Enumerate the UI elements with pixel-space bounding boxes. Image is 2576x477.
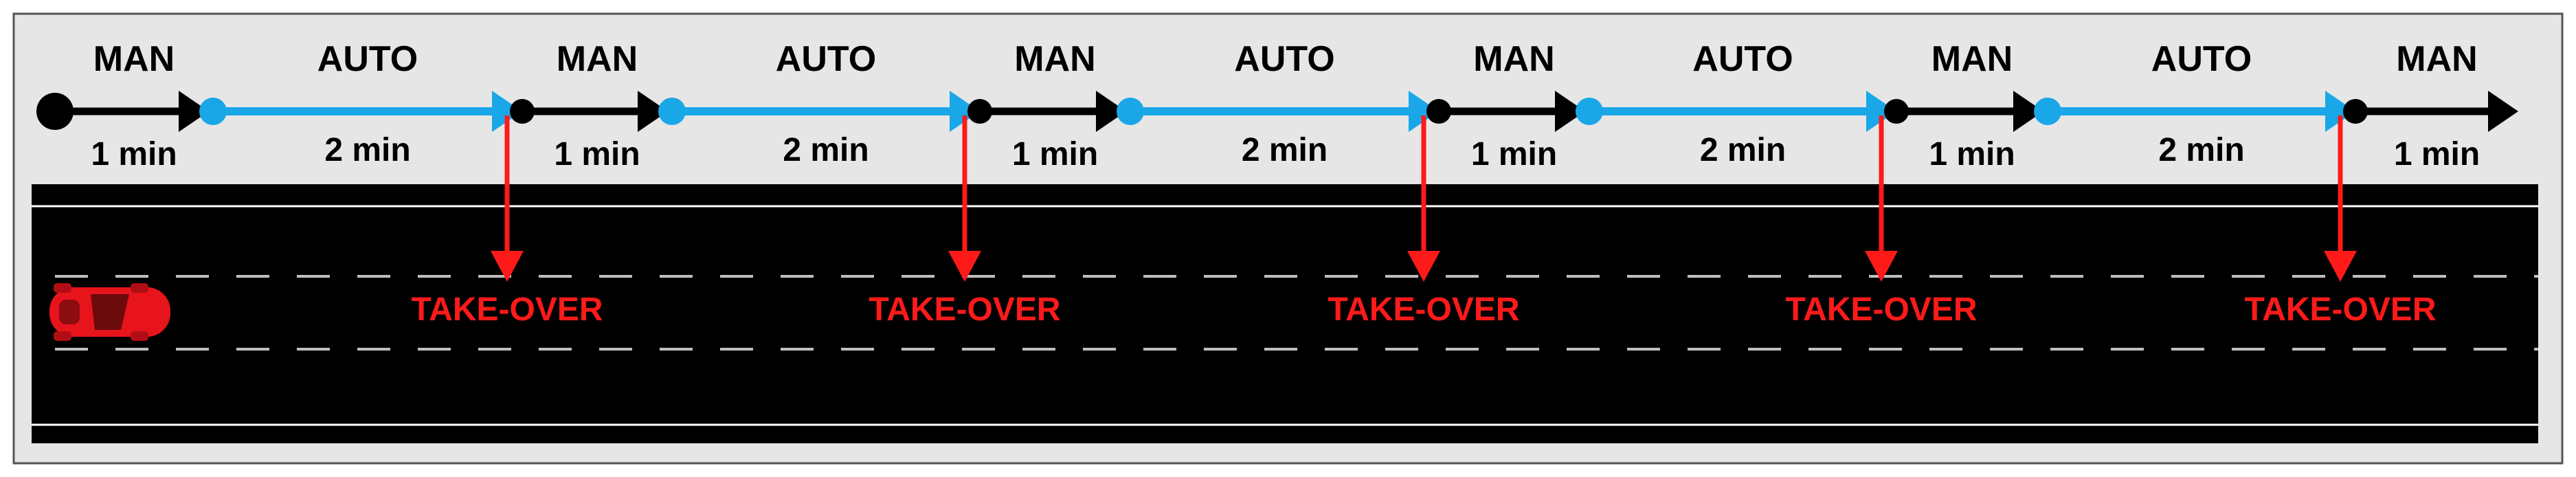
timeline-segment-8: AUTO 2 min [1589, 39, 1896, 168]
arrow-head-icon [179, 91, 209, 132]
takeover-marker-2: TAKE-OVER [869, 115, 1061, 328]
down-arrow-icon [1865, 251, 1898, 282]
mode-label-auto: AUTO [1692, 39, 1793, 79]
mode-label-manual: MAN [1931, 39, 2013, 79]
mode-label-auto: AUTO [317, 39, 418, 79]
arrow-head-icon [1409, 91, 1439, 132]
duration-label: 1 min [1012, 136, 1098, 173]
takeover-marker-5: TAKE-OVER [2244, 115, 2437, 328]
arrow-head-icon [2488, 91, 2518, 132]
duration-label: 2 min [324, 132, 410, 168]
mode-label-auto: AUTO [2151, 39, 2252, 79]
down-arrow-icon [2324, 251, 2357, 282]
duration-label: 1 min [2394, 136, 2480, 173]
takeover-marker-4: TAKE-OVER [1785, 115, 1978, 328]
timeline-segment-4: AUTO 2 min [672, 39, 980, 168]
takeover-label: TAKE-OVER [869, 291, 1060, 328]
mode-label-manual: MAN [1014, 39, 1095, 79]
down-arrow-icon [1407, 251, 1440, 282]
mode-label-manual: MAN [93, 39, 175, 79]
duration-label: 1 min [91, 136, 177, 173]
timeline-segment-3: MAN 1 min [522, 39, 668, 173]
auto-start-dot-icon [199, 98, 227, 125]
manual-start-dot-icon [1426, 99, 1451, 124]
auto-start-dot-icon [658, 98, 686, 125]
takeover-markers: TAKE-OVER TAKE-OVER TAKE-OVER TAKE-OVER TAKE… [411, 115, 2437, 328]
timeline-segment-10: AUTO 2 min [2048, 39, 2355, 168]
timeline-segment-2: AUTO 2 min [213, 39, 522, 168]
auto-start-dot-icon [1117, 98, 1144, 125]
mode-timeline: MAN 1 min AUTO 2 min MAN 1 min AUTO 2 min MAN 1 m… [36, 39, 2518, 173]
mode-label-auto: AUTO [776, 39, 876, 79]
mode-label-manual: MAN [1473, 39, 1554, 79]
timeline-segment-5: MAN 1 min [980, 39, 1126, 173]
timeline-segment-6: AUTO 2 min [1130, 39, 1439, 168]
manual-start-dot-icon [510, 99, 535, 124]
duration-label: 2 min [1242, 132, 1328, 168]
start-dot-icon [36, 93, 74, 130]
takeover-label: TAKE-OVER [2244, 291, 2436, 328]
duration-label: 2 min [1700, 132, 1786, 168]
takeover-label: TAKE-OVER [411, 291, 603, 328]
arrow-head-icon [492, 91, 522, 132]
arrow-head-icon [2013, 91, 2043, 132]
down-arrow-icon [491, 251, 524, 282]
arrow-head-icon [1866, 91, 1896, 132]
arrow-head-icon [1096, 91, 1126, 132]
takeover-marker-3: TAKE-OVER [1328, 115, 1520, 328]
timeline-segment-11: MAN 1 min [2355, 39, 2518, 173]
mode-label-manual: MAN [2396, 39, 2477, 79]
manual-start-dot-icon [1884, 99, 1909, 124]
timeline-segment-1: MAN 1 min [55, 39, 209, 173]
timeline-segment-9: MAN 1 min [1896, 39, 2043, 173]
auto-start-dot-icon [2034, 98, 2061, 125]
duration-label: 2 min [783, 132, 869, 168]
manual-start-dot-icon [967, 99, 992, 124]
arrow-head-icon [950, 91, 980, 132]
takeover-label: TAKE-OVER [1328, 291, 1519, 328]
down-arrow-icon [948, 251, 981, 282]
manual-start-dot-icon [2343, 99, 2368, 124]
arrow-head-icon [1555, 91, 1585, 132]
car-icon [49, 283, 170, 341]
mode-label-manual: MAN [557, 39, 638, 79]
mode-label-auto: AUTO [1234, 39, 1334, 79]
road-surface [32, 184, 2538, 443]
arrow-head-icon [2325, 91, 2355, 132]
timeline-segment-7: MAN 1 min [1439, 39, 1585, 173]
arrow-head-icon [638, 91, 668, 132]
duration-label: 1 min [1471, 136, 1557, 173]
duration-label: 2 min [2158, 132, 2244, 168]
duration-label: 1 min [1929, 136, 2015, 173]
road [32, 184, 2538, 443]
takeover-marker-1: TAKE-OVER [411, 115, 603, 328]
auto-start-dot-icon [1576, 98, 1603, 125]
takeover-label: TAKE-OVER [1785, 291, 1977, 328]
duration-label: 1 min [554, 136, 640, 173]
